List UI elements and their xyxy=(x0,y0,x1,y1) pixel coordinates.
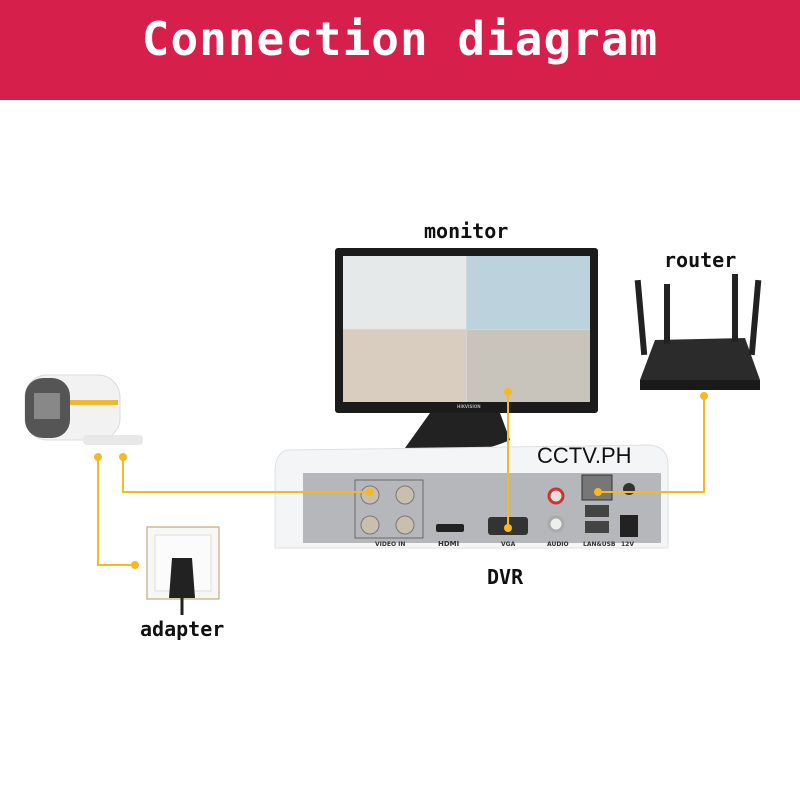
port-power: 12V xyxy=(621,541,634,548)
wire-camera-video xyxy=(122,457,370,493)
port-vga: VGA xyxy=(501,541,516,548)
wire-camera-power xyxy=(97,457,135,566)
monitor-brand-logo: HIKVISION xyxy=(457,404,481,409)
port-video-in: VIDEO IN xyxy=(375,541,406,548)
router-image xyxy=(634,274,762,390)
camera-image xyxy=(24,374,143,445)
page-title: Connection diagram xyxy=(141,12,659,66)
port-audio: AUDIO xyxy=(547,541,569,548)
wire-router-lan xyxy=(598,396,705,493)
port-lan-usb: LAN&USB xyxy=(583,541,616,548)
dvr-image xyxy=(274,444,669,549)
router-label: router xyxy=(664,248,737,272)
dvr-label: DVR xyxy=(487,565,524,589)
wire-dots xyxy=(94,388,708,569)
wires xyxy=(97,392,705,566)
watermark-label: CCTV.PH xyxy=(537,443,632,468)
outlet-adapter-image xyxy=(146,526,220,615)
header-banner: Connection diagram xyxy=(0,0,800,100)
monitor-label: monitor xyxy=(424,219,509,243)
port-hdmi: HDMI xyxy=(438,540,460,548)
adapter-label: adapter xyxy=(140,617,225,641)
monitor-image xyxy=(335,248,598,453)
